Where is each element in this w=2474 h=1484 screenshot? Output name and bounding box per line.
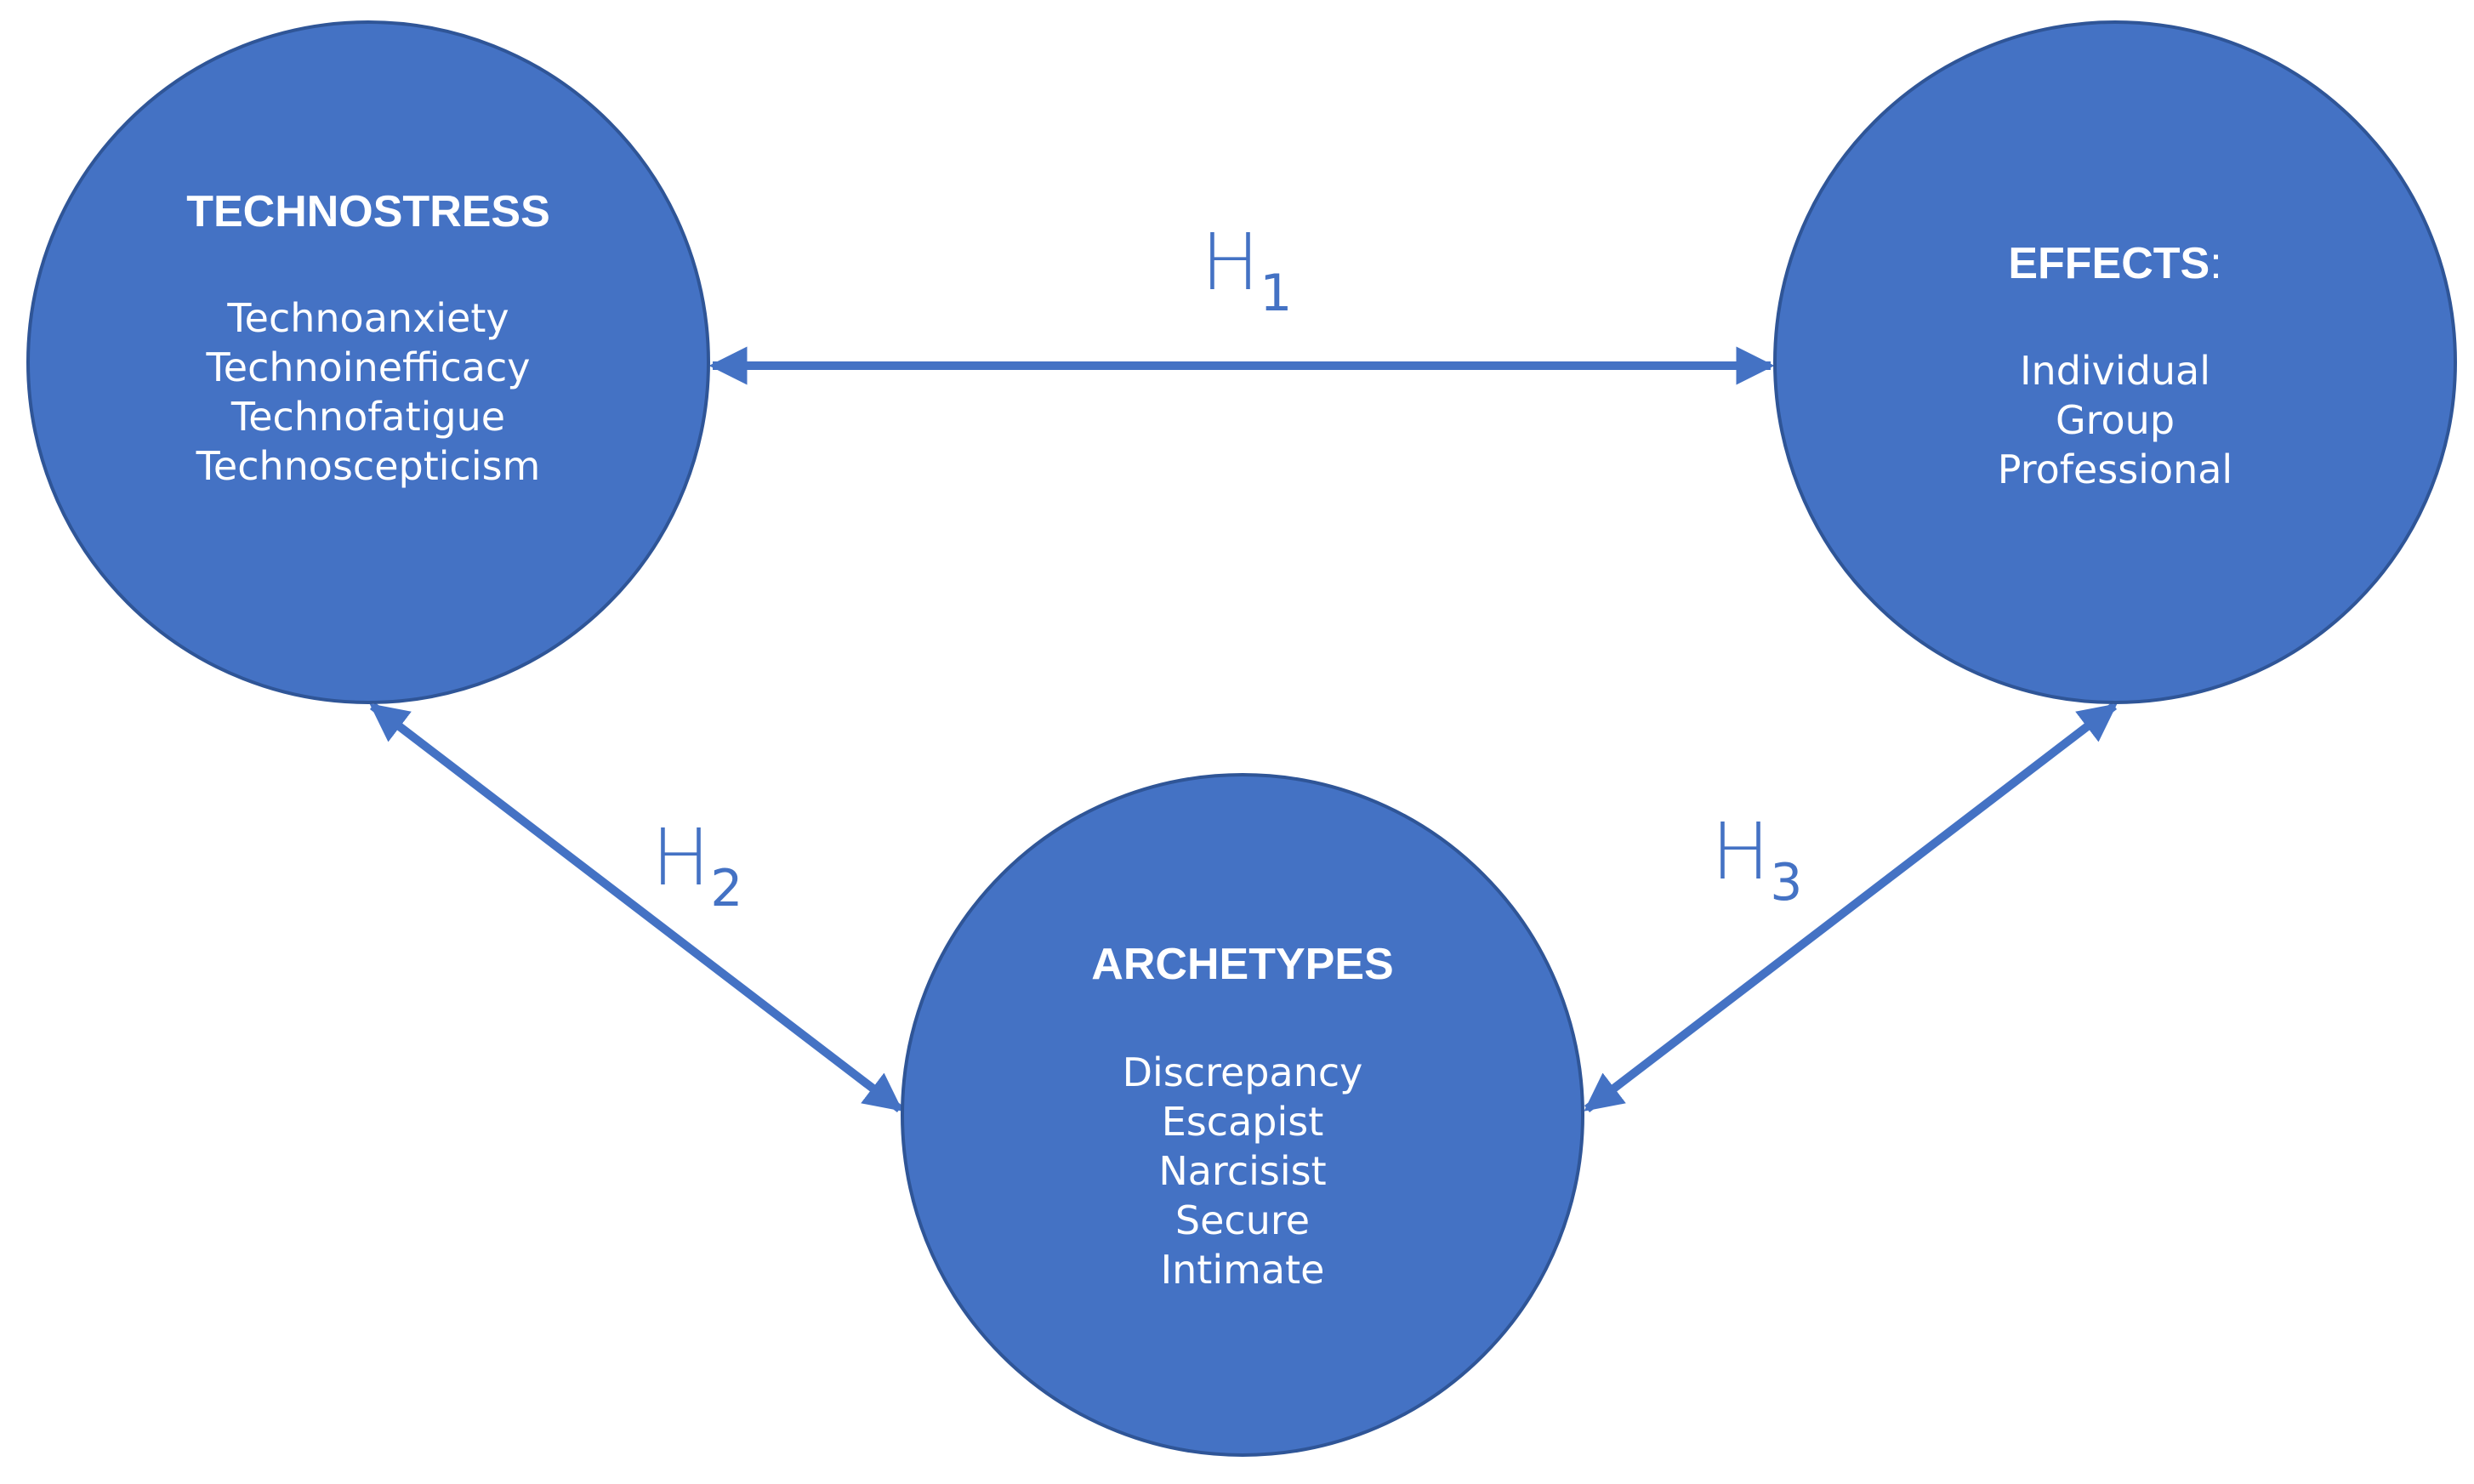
technostress-item: Technoinefficacy [205, 344, 530, 390]
technostress-circle [26, 20, 710, 704]
effects-item: Group [2056, 397, 2175, 443]
h2-letter: H [651, 812, 710, 903]
archetypes-item: Secure [1175, 1197, 1310, 1243]
hypothesis-label-h3: H3 [1711, 806, 1802, 913]
effects-title: EFFECTS: [2008, 239, 2221, 288]
effects-item: Individual [2020, 348, 2210, 394]
technostress-item: Technoanxiety [226, 295, 509, 341]
arrow-h3 [1584, 702, 2118, 1112]
archetypes-title: ARCHETYPES [1091, 940, 1393, 989]
archetypes-item: Discrepancy [1123, 1049, 1363, 1095]
h2-subscript: 2 [710, 859, 742, 918]
effects-circle [1773, 20, 2457, 704]
archetypes-circle [901, 773, 1584, 1457]
technostress-title: TECHNOSTRESS [186, 187, 550, 236]
h1-letter: H [1201, 217, 1260, 308]
archetypes-item: Intimate [1161, 1247, 1325, 1293]
effects-title-text: EFFECTS [2008, 239, 2210, 288]
technostress-item: Technofatigue [230, 394, 505, 440]
archetypes-node: ARCHETYPES Discrepancy Escapist Narcisis… [901, 773, 1584, 1457]
arrow-h2 [369, 702, 903, 1112]
effects-node: EFFECTS: Individual Group Professional [1773, 20, 2457, 704]
effects-title-colon: : [2210, 239, 2221, 288]
hypothesis-label-h2: H2 [651, 812, 742, 918]
archetypes-item: Narcisist [1158, 1148, 1326, 1194]
technostress-item: Technoscepticism [196, 443, 541, 489]
hypothesis-label-h1: H1 [1201, 217, 1292, 323]
effects-item: Professional [1998, 446, 2232, 492]
h3-subscript: 3 [1770, 853, 1802, 913]
technostress-node: TECHNOSTRESS Technoanxiety Technoineffic… [26, 20, 710, 704]
h1-subscript: 1 [1260, 264, 1292, 323]
archetypes-item: Escapist [1162, 1099, 1324, 1145]
h3-letter: H [1711, 806, 1770, 897]
